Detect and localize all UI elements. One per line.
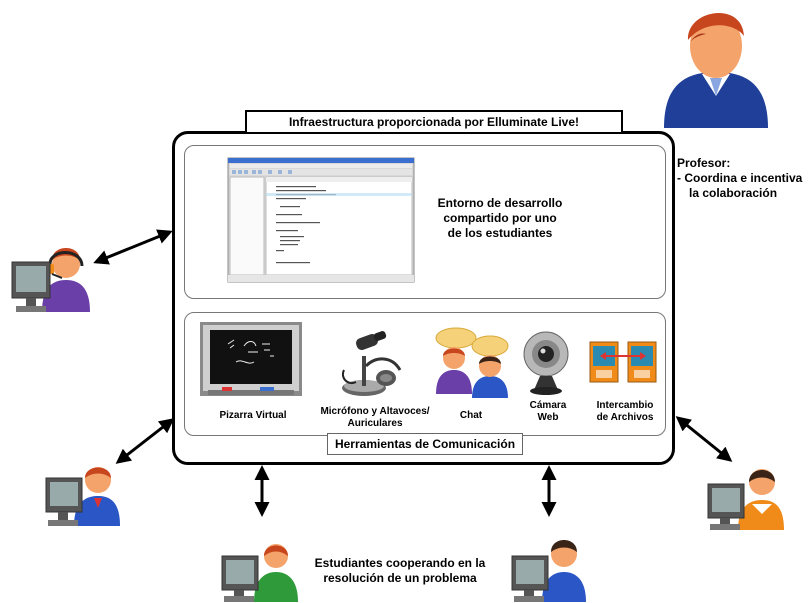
- students-description-line: resolución de un problema: [323, 571, 477, 585]
- tool-label-file-exchange: Intercambio de Archivos: [596, 400, 654, 423]
- professor-icon: [664, 12, 768, 128]
- tool-label-whiteboard: Pizarra Virtual: [219, 410, 287, 421]
- webcam-icon: [523, 331, 569, 395]
- ide-description-line: compartido por uno: [443, 211, 557, 225]
- ide-description-line: de los estudiantes: [447, 226, 553, 240]
- professor-role-line: - Coordina e incentiva: [677, 171, 803, 185]
- microphone-icon: [342, 331, 402, 396]
- ide-description: Entorno de desarrollo compartido por uno…: [420, 196, 580, 241]
- infrastructure-label: Infraestructura proporcionada por Ellumi…: [245, 110, 623, 134]
- communication-tools-label: Herramientas de Comunicación: [327, 433, 523, 455]
- ide-description-line: Entorno de desarrollo: [437, 196, 563, 210]
- ide-screenshot: [227, 157, 415, 283]
- student-blue-icon: [511, 540, 586, 602]
- file-exchange-icon: [589, 341, 657, 383]
- professor-description: Profesor: - Coordina e incentiva la cola…: [677, 156, 812, 201]
- professor-title: Profesor:: [677, 156, 731, 170]
- whiteboard-icon: [200, 322, 302, 396]
- chat-icon: [435, 327, 509, 398]
- professor-role-line: la colaboración: [689, 186, 778, 200]
- tool-label-microphone: Micrófono y Altavoces/ Auriculares: [320, 406, 430, 429]
- students-description-line: Estudiantes cooperando en la: [314, 556, 486, 570]
- tool-label-webcam: Cámara Web: [529, 400, 567, 423]
- student-headset-icon: [11, 248, 90, 312]
- student-left-icon: [45, 467, 120, 526]
- tool-label-chat: Chat: [459, 410, 483, 421]
- student-orange-icon: [707, 469, 784, 530]
- student-green-icon: [221, 544, 298, 602]
- students-description: Estudiantes cooperando en la resolución …: [300, 556, 500, 586]
